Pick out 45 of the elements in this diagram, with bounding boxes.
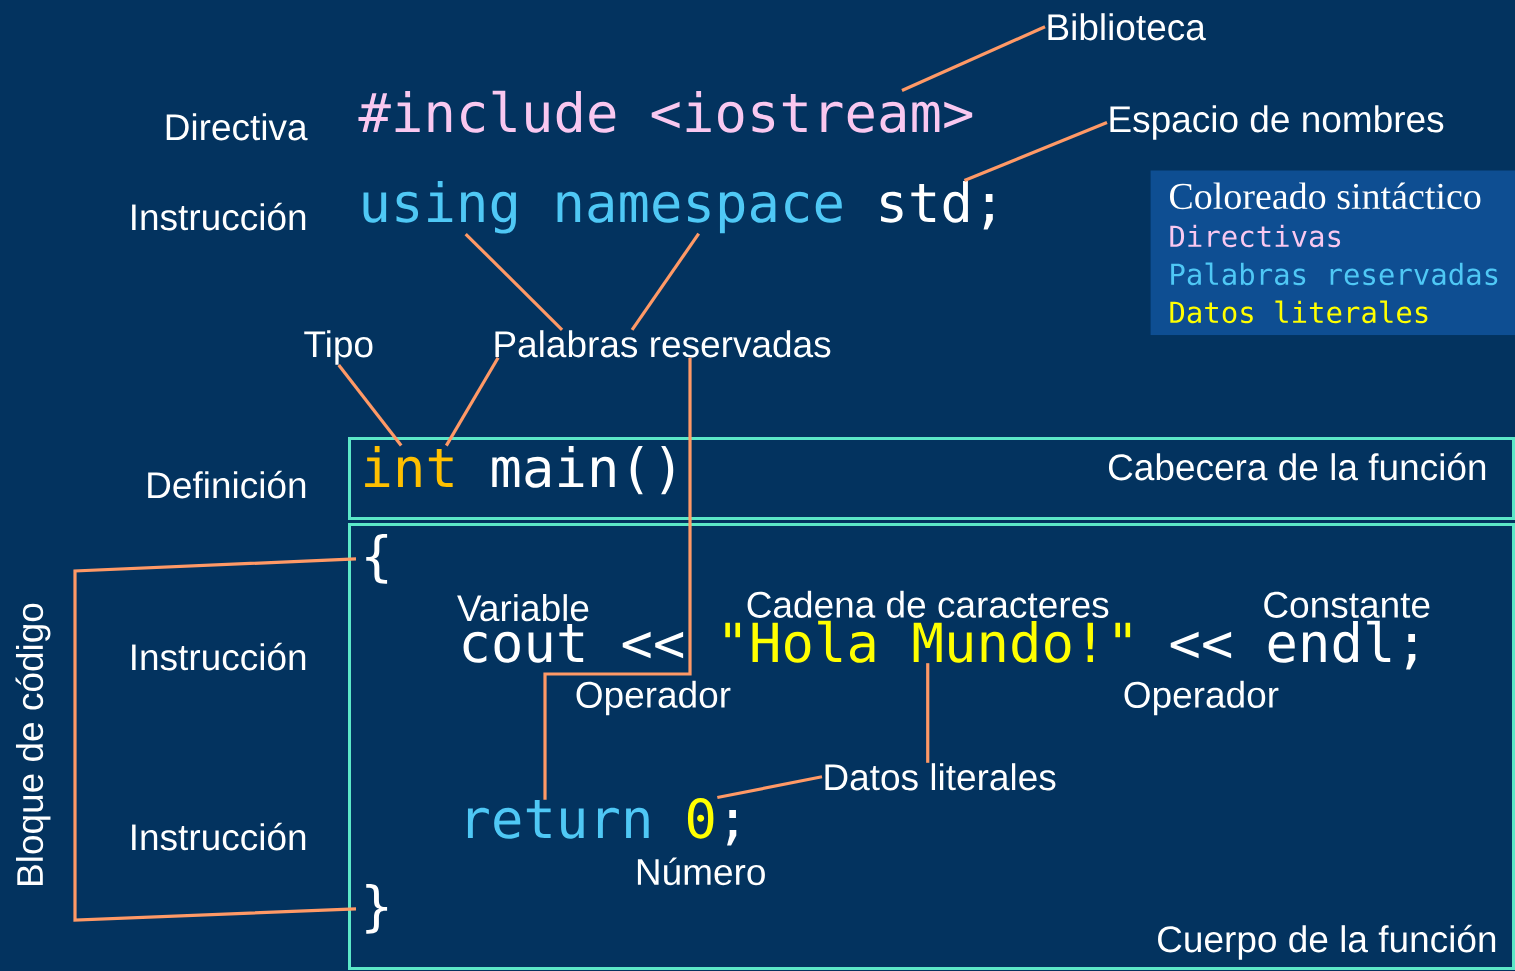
code-token: 0: [687, 797, 714, 839]
annotation-label: Tipo: [304, 330, 373, 365]
annotation-label: Operador: [1124, 680, 1279, 716]
code-token: namespace: [557, 191, 842, 234]
leader-line: [901, 25, 1046, 93]
leader-line: [444, 356, 500, 447]
side-label: Definición: [148, 470, 306, 499]
annotation-label: Cadena de caracteres: [747, 590, 1109, 618]
code-token: int: [365, 446, 453, 487]
code-token: ;: [727, 809, 737, 846]
annotation-label: Biblioteca: [1048, 13, 1206, 41]
annotation-label: Datos literales: [825, 763, 1056, 791]
code-token: std;: [881, 181, 993, 230]
code-token: #include: [358, 90, 616, 133]
leader-line: [963, 120, 1108, 183]
side-label: Instrucción: [132, 822, 306, 851]
code-token: "Hola Mundo!": [725, 620, 1131, 663]
annotation-label: Espacio de nombres: [1110, 105, 1444, 140]
leader-line: [337, 364, 403, 447]
annotation-label: Operador: [576, 680, 731, 716]
code-token: <<: [1170, 631, 1232, 659]
leader-line: [926, 663, 930, 763]
leader-line: [630, 232, 700, 331]
code-token: using: [363, 181, 516, 234]
side-label: Instrucción: [132, 202, 306, 231]
leader-line: [717, 775, 823, 800]
annotation-label: Número: [637, 857, 765, 886]
annotation-label: Palabras reservadas: [495, 330, 831, 358]
annotation-label: Constante: [1264, 591, 1430, 618]
code-token: endl;: [1268, 620, 1416, 670]
annotation-label: Variable: [457, 594, 589, 622]
code-token: <iostream>: [651, 91, 973, 133]
color-key-panel: Coloreado sintáctico Directivas Palabras reservadas Datos literales: [1150, 170, 1515, 336]
code-token: main(): [492, 446, 674, 495]
side-label: Instrucción: [132, 642, 306, 671]
leader-line: [543, 357, 692, 800]
code-token: return: [467, 800, 649, 839]
side-label: Bloque de código: [15, 603, 51, 885]
leader-line: [73, 557, 357, 922]
leader-line: [464, 232, 564, 331]
code-token: }: [366, 884, 388, 934]
code-token: {: [366, 534, 388, 584]
side-label: Directiva: [166, 113, 308, 141]
code-token: <<: [622, 631, 684, 659]
code-token: cout: [463, 624, 584, 663]
